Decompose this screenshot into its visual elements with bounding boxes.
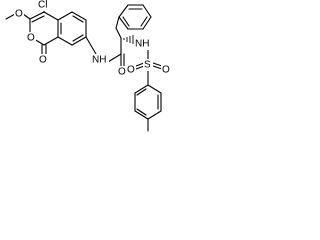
chemical-structure-diagram: O Cl O O NH O NH S O O bbox=[5, 0, 171, 132]
isocoumarin-ring-system bbox=[5, 7, 97, 56]
c7-to-nh-bond bbox=[85, 36, 97, 55]
o-to-c3-bond bbox=[22, 13, 31, 20]
alpha-to-ch2-bond bbox=[115, 27, 122, 39]
chlorine-label: Cl bbox=[38, 0, 47, 11]
methyl-to-o-bond bbox=[5, 13, 16, 20]
tolyl-ring bbox=[134, 84, 162, 132]
phenyl-ring bbox=[118, 4, 152, 30]
sulfonyl-oxygen-right-label: O bbox=[162, 65, 170, 76]
c3-c4-double-bond bbox=[31, 15, 45, 23]
methoxy-oxygen-label: O bbox=[15, 9, 23, 20]
amide-linker bbox=[107, 16, 134, 68]
c4-c4a-bond bbox=[43, 11, 59, 21]
ch2-to-phenyl-bond bbox=[115, 16, 120, 29]
s-o-right-double-bond bbox=[152, 62, 163, 67]
s-o-right-bond bbox=[152, 65, 163, 70]
c5-c6-double-bond bbox=[72, 15, 84, 23]
s-o-left-double-bond bbox=[135, 62, 145, 67]
lactone-carbonyl-oxygen-label: O bbox=[39, 55, 47, 66]
amide-nh-label: NH bbox=[92, 55, 106, 66]
stereo-hash-bond bbox=[123, 35, 134, 44]
sulfonyl-oxygen-left-label: O bbox=[127, 65, 135, 76]
c8a-c1-bond bbox=[43, 36, 59, 46]
c3-c4-bond bbox=[29, 11, 45, 20]
c4a-c5-bond bbox=[57, 11, 73, 21]
c7-c8-bond bbox=[71, 36, 87, 46]
sulfonamide-nh-label: NH bbox=[135, 39, 149, 50]
c5-c6-bond bbox=[71, 11, 87, 21]
amide-oxygen-label: O bbox=[118, 67, 126, 78]
nh-to-carbonyl-bond bbox=[107, 53, 122, 63]
sulfonamide-group bbox=[135, 49, 163, 86]
s-o-left-bond bbox=[135, 65, 145, 70]
c8-c8a-bond bbox=[57, 36, 73, 46]
sulfur-label: S bbox=[144, 60, 151, 71]
atom-labels: O Cl O O NH O NH S O O bbox=[14, 0, 171, 78]
ring-oxygen-label: O bbox=[27, 33, 35, 44]
c7-c8-double-bond bbox=[72, 34, 84, 42]
